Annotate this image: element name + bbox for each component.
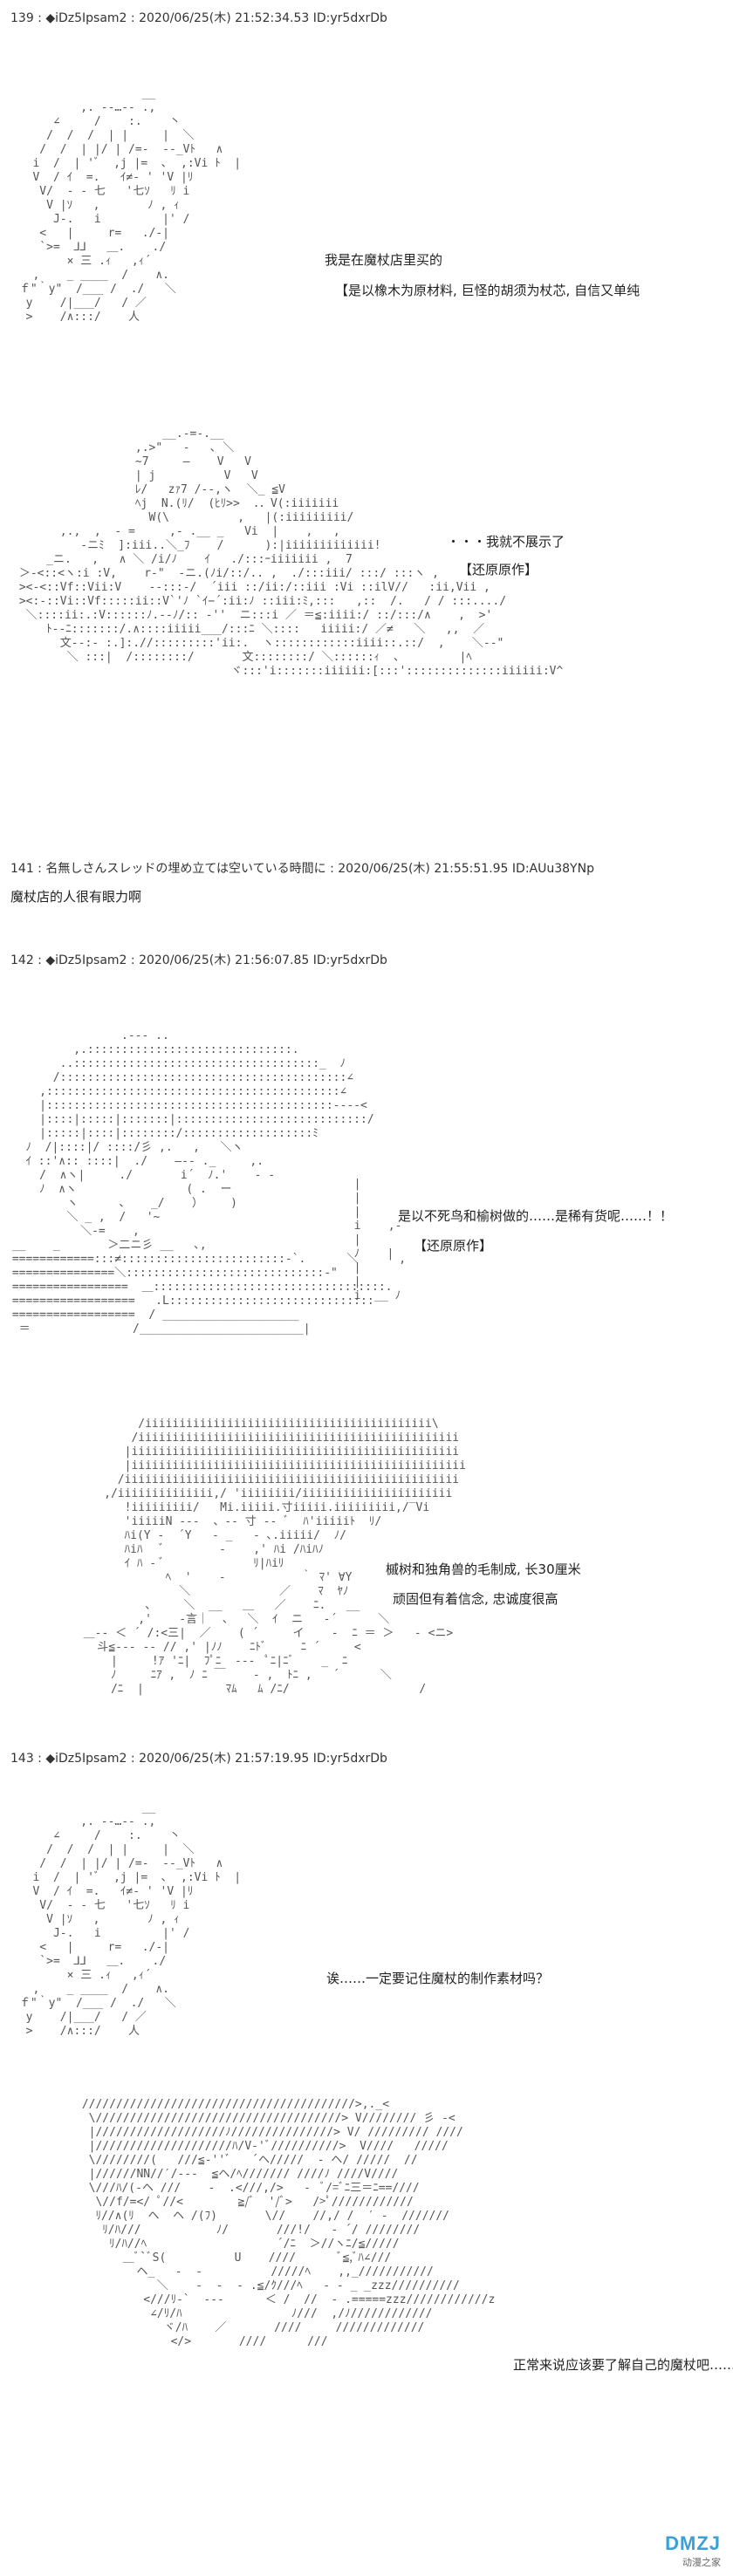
post-141: 141 : 名無しさんスレッドの埋め立ては空いている時間に : 2020/06/…	[0, 851, 733, 933]
ascii-art-character-kneeling: .-‐- .. ,.::::::::::::::::::::::::::::::…	[11, 1029, 407, 1336]
ascii-art-character-hooded: /iiiiiiiiiiiiiiiiiiiiiiiiiiiiiiiiiiiiiii…	[83, 1418, 466, 1696]
post-139: 139 : ◆iDz5Ipsam2 : 2020/06/25(木) 21:52:…	[0, 0, 733, 837]
ascii-art-character-standing: __ ,. -‐…‐- ., ∠ / :. 丶 / / / | | | ＼ / …	[18, 87, 242, 324]
caption: 【还原原作】	[459, 562, 538, 577]
ascii-art-character-standing: __ ,. -‐…‐- ., ∠ / :. 丶 / / / | | | ＼ / …	[18, 1801, 242, 2038]
post-text: 魔杖店的人很有眼力啊	[10, 889, 142, 905]
caption: 正常来说应该要了解自己的魔杖吧……	[513, 2357, 733, 2373]
caption: 【还原原作】	[414, 1238, 493, 1254]
post-header: 142 : ◆iDz5Ipsam2 : 2020/06/25(木) 21:56:…	[10, 953, 387, 967]
dmzj-logo-icon: DMZJ	[665, 2532, 721, 2554]
caption: 槭树和独角兽的毛制成, 长30厘米	[386, 1561, 581, 1577]
ascii-art-character-dark-robed: ////////////////////////////////////////…	[81, 2098, 496, 2348]
watermark-sub: 动漫之家	[682, 2558, 721, 2568]
watermark: DMZJ 动漫之家	[665, 2532, 721, 2569]
caption: 诶……一定要记住魔杖的制作素材吗？	[326, 1971, 550, 1986]
post-143: 143 : ◆iDz5Ipsam2 : 2020/06/25(木) 21:57:…	[0, 1740, 733, 2560]
caption: 我是在魔杖店里买的	[325, 252, 443, 268]
post-header: 139 : ◆iDz5Ipsam2 : 2020/06/25(木) 21:52:…	[10, 11, 387, 25]
caption: ・・・我就不展示了	[447, 534, 565, 550]
ascii-art-character-reclining: __.-=-.__ ,.>" ‐ ､ ＼ ~7 — V V | j V V ﾚ/…	[18, 427, 564, 678]
ascii-art-wand-line: | | | i ,- | ﾉ | | | i __ ﾉ	[353, 1178, 402, 1302]
post-142: 142 : ◆iDz5Ipsam2 : 2020/06/25(木) 21:56:…	[0, 942, 733, 1727]
caption: 是以不死鸟和榆树做的……是稀有货呢……！！	[398, 1208, 674, 1224]
post-header: 143 : ◆iDz5Ipsam2 : 2020/06/25(木) 21:57:…	[10, 1752, 387, 1766]
caption: 顽固但有着信念, 忠诚度很高	[393, 1591, 558, 1607]
post-header: 141 : 名無しさんスレッドの埋め立ては空いている時間に : 2020/06/…	[10, 862, 594, 876]
caption: 【是以橡木为原材料, 巨怪的胡须为杖芯, 自信又单纯	[335, 283, 641, 298]
